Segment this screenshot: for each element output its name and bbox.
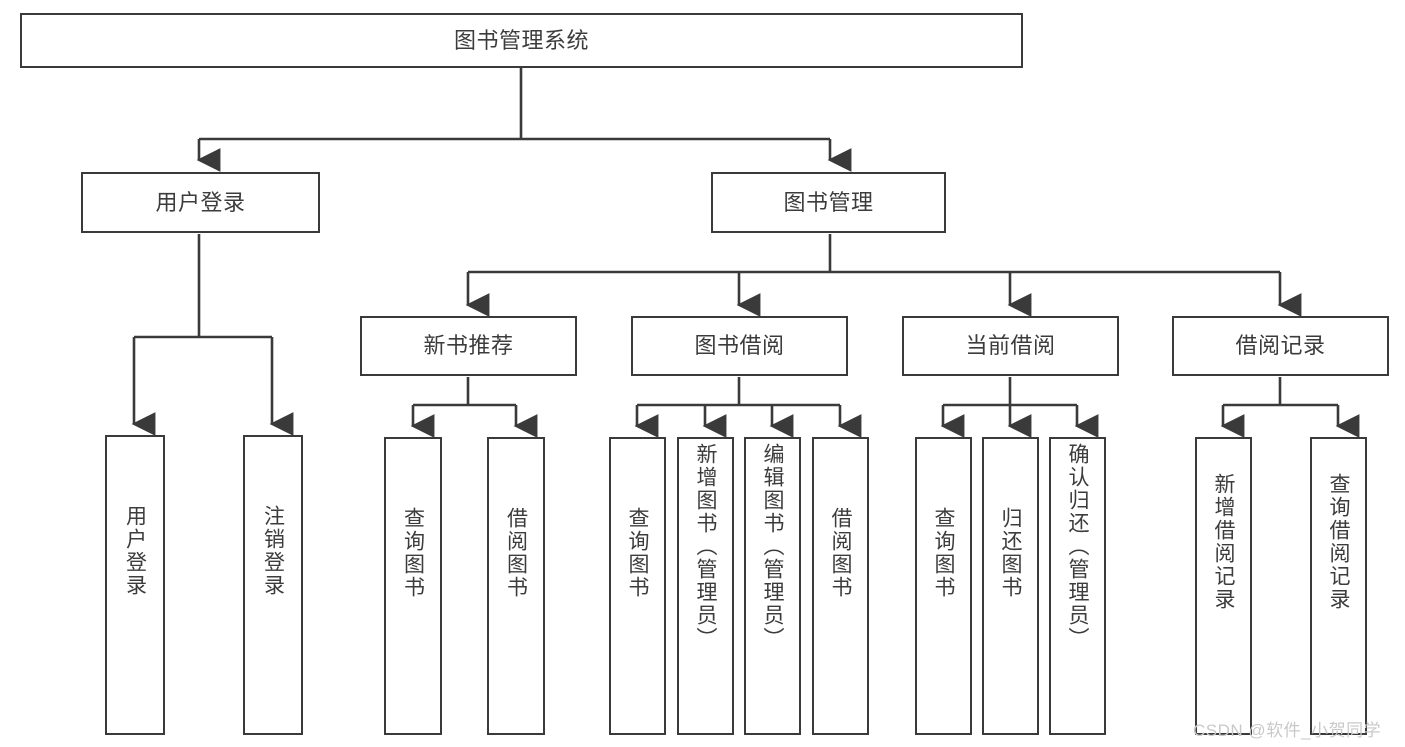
- node-leaf-user-login-signin[interactable]: 用户登录: [105, 435, 165, 735]
- node-label: 借阅图书: [829, 507, 852, 599]
- node-label: 新增借阅记录: [1212, 473, 1235, 611]
- node-user-login[interactable]: 用户登录: [81, 172, 320, 233]
- node-leaf-bookborrow-add-book-admin[interactable]: 新增图书（管理员）: [677, 437, 734, 735]
- node-label: 当前借阅: [965, 333, 1056, 359]
- node-label: 借阅图书: [504, 507, 528, 599]
- node-label: 图书借阅: [694, 333, 785, 359]
- node-book-borrow[interactable]: 图书借阅: [631, 316, 848, 376]
- node-label: 用户登录: [123, 505, 147, 597]
- node-new-book-recommend[interactable]: 新书推荐: [360, 316, 577, 376]
- node-leaf-currentborrow-query-book[interactable]: 查询图书: [915, 437, 972, 735]
- node-borrow-record[interactable]: 借阅记录: [1172, 316, 1389, 376]
- node-leaf-currentborrow-confirm-return-admin[interactable]: 确认归还（管理员）: [1049, 437, 1106, 735]
- node-label: 确认归还（管理员）: [1066, 443, 1089, 650]
- node-leaf-newbook-borrow-book[interactable]: 借阅图书: [487, 437, 545, 735]
- node-label: 新书推荐: [423, 333, 514, 359]
- node-root-book-management-system[interactable]: 图书管理系统: [20, 13, 1023, 68]
- node-label: 图书管理: [783, 189, 874, 215]
- node-label: 查询图书: [932, 507, 955, 599]
- node-leaf-user-login-signout[interactable]: 注销登录: [243, 435, 303, 735]
- node-leaf-bookborrow-edit-book-admin[interactable]: 编辑图书（管理员）: [744, 437, 801, 735]
- node-label: 图书管理系统: [453, 27, 589, 53]
- node-current-borrow[interactable]: 当前借阅: [902, 316, 1119, 376]
- node-label: 编辑图书（管理员）: [761, 443, 784, 650]
- node-leaf-bookborrow-borrow-book[interactable]: 借阅图书: [812, 437, 869, 735]
- node-label: 查询图书: [401, 507, 425, 599]
- node-label: 注销登录: [261, 505, 285, 597]
- node-leaf-newbook-query-book[interactable]: 查询图书: [384, 437, 442, 735]
- node-label: 借阅记录: [1235, 333, 1326, 359]
- node-label: 查询图书: [626, 507, 649, 599]
- node-label: 归还图书: [999, 507, 1022, 599]
- node-leaf-borrowrecord-add-record[interactable]: 新增借阅记录: [1195, 437, 1252, 735]
- node-leaf-bookborrow-query-book[interactable]: 查询图书: [609, 437, 666, 735]
- node-book-management[interactable]: 图书管理: [711, 172, 946, 233]
- node-label: 查询借阅记录: [1327, 473, 1350, 611]
- node-leaf-borrowrecord-query-record[interactable]: 查询借阅记录: [1310, 437, 1367, 735]
- node-label: 新增图书（管理员）: [694, 443, 717, 650]
- node-label: 用户登录: [155, 189, 246, 215]
- node-leaf-currentborrow-return-book[interactable]: 归还图书: [982, 437, 1039, 735]
